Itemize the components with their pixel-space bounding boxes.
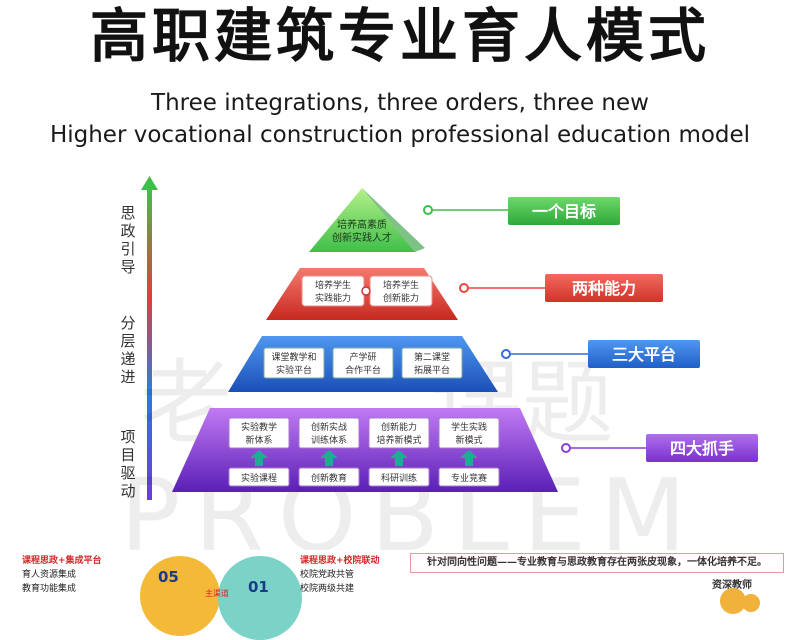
svg-text:培养新模式: 培养新模式 xyxy=(376,434,421,446)
tier-4-connector xyxy=(561,443,646,453)
svg-text:引: 引 xyxy=(120,240,135,258)
circle-01: 01 xyxy=(218,556,302,640)
label-three-platforms: 三大平台 xyxy=(588,340,700,368)
tier-4-levers: 实验教学 新体系 创新实战 训练体系 创新能力 培养新模式 学生实践 新模式 实… xyxy=(172,408,558,492)
svg-text:递: 递 xyxy=(120,350,135,368)
svg-text:导: 导 xyxy=(120,258,135,276)
svg-text:创新能力: 创新能力 xyxy=(381,421,417,433)
svg-text:创新能力: 创新能力 xyxy=(383,292,419,304)
bottom-mid-heading: 课程思政+校院联动 xyxy=(300,556,380,566)
svg-text:产学研: 产学研 xyxy=(349,351,376,363)
svg-text:实验平台: 实验平台 xyxy=(276,364,312,376)
tier-2-connector xyxy=(459,283,545,293)
svg-text:培养学生: 培养学生 xyxy=(315,279,351,291)
bottom-mid-line-1: 校院党政共管 xyxy=(300,570,355,580)
svg-text:两种能力: 两种能力 xyxy=(572,279,636,298)
bottom-right-label: 资深教师 xyxy=(712,580,752,591)
svg-text:动: 动 xyxy=(120,482,135,500)
svg-text:思: 思 xyxy=(120,204,135,222)
svg-text:实践能力: 实践能力 xyxy=(315,292,351,304)
svg-text:训练体系: 训练体系 xyxy=(311,434,347,446)
label-four-levers: 四大抓手 xyxy=(646,434,758,462)
svg-text:目: 目 xyxy=(120,446,135,464)
svg-text:项: 项 xyxy=(120,428,135,446)
svg-text:科研训练: 科研训练 xyxy=(381,472,417,484)
svg-text:新体系: 新体系 xyxy=(245,434,272,446)
svg-text:实验课程: 实验课程 xyxy=(241,472,277,484)
svg-text:分: 分 xyxy=(120,314,135,332)
axis-label-ideology: 思 政 引 导 xyxy=(120,204,135,276)
svg-text:四大抓手: 四大抓手 xyxy=(670,439,734,458)
svg-text:创新教育: 创新教育 xyxy=(311,472,347,484)
svg-text:进: 进 xyxy=(120,368,135,386)
bottom-partial-content: 课程思政+集成平台 育人资源集成 教育功能集成 05 01 主渠道 课程思政+校… xyxy=(0,548,800,640)
svg-text:合作平台: 合作平台 xyxy=(345,364,381,376)
bottom-left-block: 课程思政+集成平台 育人资源集成 教育功能集成 xyxy=(22,554,102,596)
label-one-goal: 一个目标 xyxy=(508,197,620,225)
subtitle-line-1: Three integrations, three orders, three … xyxy=(151,90,649,116)
svg-text:三大平台: 三大平台 xyxy=(612,345,676,364)
svg-text:层: 层 xyxy=(120,332,135,350)
svg-text:培养高素质: 培养高素质 xyxy=(337,218,387,231)
avatar-secondary xyxy=(742,594,760,612)
subtitle-line-2: Higher vocational construction professio… xyxy=(49,122,751,148)
axis-label-project: 项 目 驱 动 xyxy=(120,428,135,500)
svg-text:第二课堂: 第二课堂 xyxy=(414,351,450,363)
svg-text:拓展平台: 拓展平台 xyxy=(414,364,450,376)
svg-text:培养学生: 培养学生 xyxy=(383,279,419,291)
svg-text:驱: 驱 xyxy=(120,464,135,482)
tier-1-goal: 培养高素质 创新实践人才 xyxy=(309,188,425,252)
progression-axis xyxy=(141,176,158,500)
bottom-left-line-1: 育人资源集成 xyxy=(22,570,77,580)
svg-text:创新实战: 创新实战 xyxy=(311,421,347,433)
bottom-mid-line-2: 校院两级共建 xyxy=(300,584,355,594)
tiny-red-label: 主渠道 xyxy=(205,589,229,598)
svg-text:一个目标: 一个目标 xyxy=(532,202,596,221)
bottom-mid-block: 课程思政+校院联动 校院党政共管 校院两级共建 xyxy=(300,554,380,596)
bottom-left-line-2: 教育功能集成 xyxy=(22,584,77,594)
tier-3-platforms: 课堂教学和 实验平台 产学研 合作平台 第二课堂 拓展平台 xyxy=(228,336,498,392)
svg-text:专业竞赛: 专业竞赛 xyxy=(451,472,487,484)
education-pyramid-diagram: 思 政 引 导 分 层 递 进 项 目 驱 动 老 课题 PROBLEM 培养高… xyxy=(0,170,800,574)
svg-text:课堂教学和: 课堂教学和 xyxy=(271,351,316,363)
tier-3-connector xyxy=(501,349,588,359)
svg-text:新模式: 新模式 xyxy=(455,434,482,446)
svg-text:政: 政 xyxy=(120,222,135,240)
bottom-banner: 针对同向性问题——专业教育与思政教育存在两张皮现象，一体化培养不足。 xyxy=(410,553,784,573)
svg-text:实验教学: 实验教学 xyxy=(241,421,277,433)
page-title: 高职建筑专业育人模式 xyxy=(89,2,710,70)
axis-label-layered: 分 层 递 进 xyxy=(120,314,135,386)
bottom-left-heading: 课程思政+集成平台 xyxy=(22,556,102,566)
svg-text:创新实践人才: 创新实践人才 xyxy=(332,231,392,244)
tier-1-connector xyxy=(423,205,508,215)
tier-2-abilities: 培养学生 实践能力 培养学生 创新能力 xyxy=(266,268,458,320)
label-two-abilities: 两种能力 xyxy=(545,274,663,302)
svg-text:学生实践: 学生实践 xyxy=(451,421,487,433)
